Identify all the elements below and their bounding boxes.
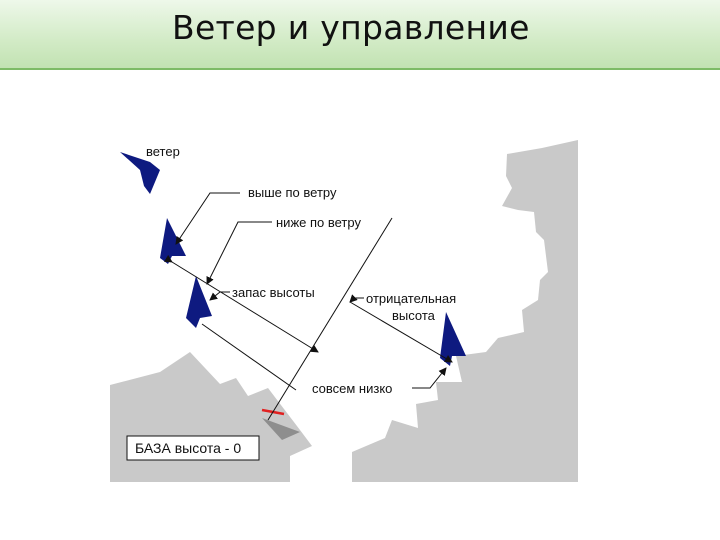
label-upwind: выше по ветру <box>248 185 337 200</box>
altitude-margin-leader <box>209 291 230 301</box>
label-negative-altitude-1: отрицательная <box>366 291 456 306</box>
glide-lines <box>163 217 453 421</box>
downwind-leader <box>206 221 272 285</box>
terrain-shadow <box>262 418 300 440</box>
terrain-left-hill <box>110 352 312 482</box>
sail-upwind-icon <box>160 218 186 264</box>
main-glide-line <box>267 217 393 421</box>
slide-title: Ветер и управление <box>172 8 530 47</box>
downwind-glide-line <box>201 323 297 391</box>
terrain-right-cliff <box>352 140 578 482</box>
label-downwind: ниже по ветру <box>276 215 361 230</box>
upwind-leader <box>175 192 240 245</box>
very-low-leader <box>412 367 447 389</box>
negative-altitude-leader <box>349 294 364 303</box>
leader-lines <box>175 192 447 389</box>
sail-wind-icon <box>120 152 160 194</box>
title-bar: Ветер и управление <box>0 0 720 70</box>
label-base: БАЗА высота - 0 <box>135 440 241 456</box>
negative-glide-line <box>349 301 453 363</box>
base-box <box>126 435 260 461</box>
label-wind: ветер <box>146 144 180 159</box>
upwind-glide-line <box>163 254 319 353</box>
label-very-low: совсем низко <box>312 381 392 396</box>
label-negative-altitude-2: высота <box>392 308 436 323</box>
sail-negative-icon <box>440 312 466 366</box>
label-altitude-margin: запас высоты <box>232 285 315 300</box>
